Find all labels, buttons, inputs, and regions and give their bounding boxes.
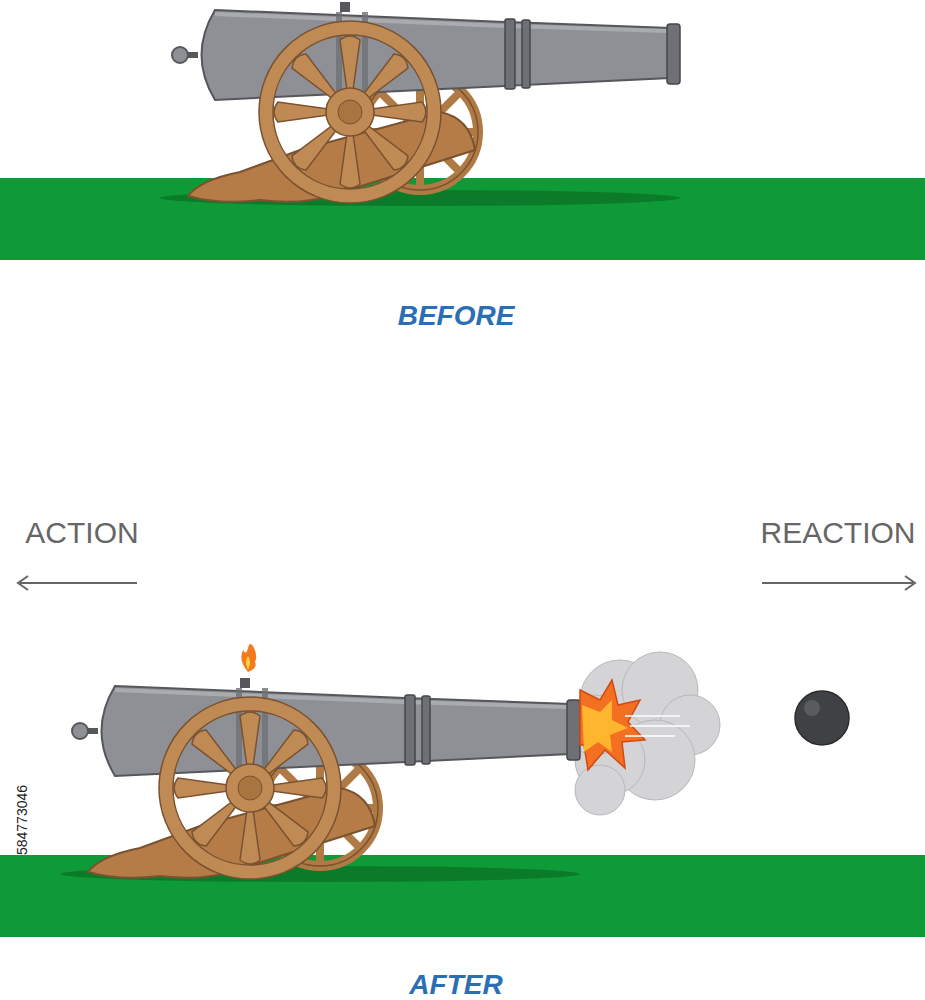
after-label: AFTER (409, 971, 502, 999)
stock-id: 584773046 (15, 785, 29, 855)
reaction-label: REACTION (760, 518, 915, 548)
before-label: BEFORE (398, 302, 515, 330)
cannon (160, 2, 680, 206)
direction-arrow (18, 576, 915, 590)
fired-cannon (60, 644, 849, 882)
action-label: ACTION (25, 518, 138, 548)
